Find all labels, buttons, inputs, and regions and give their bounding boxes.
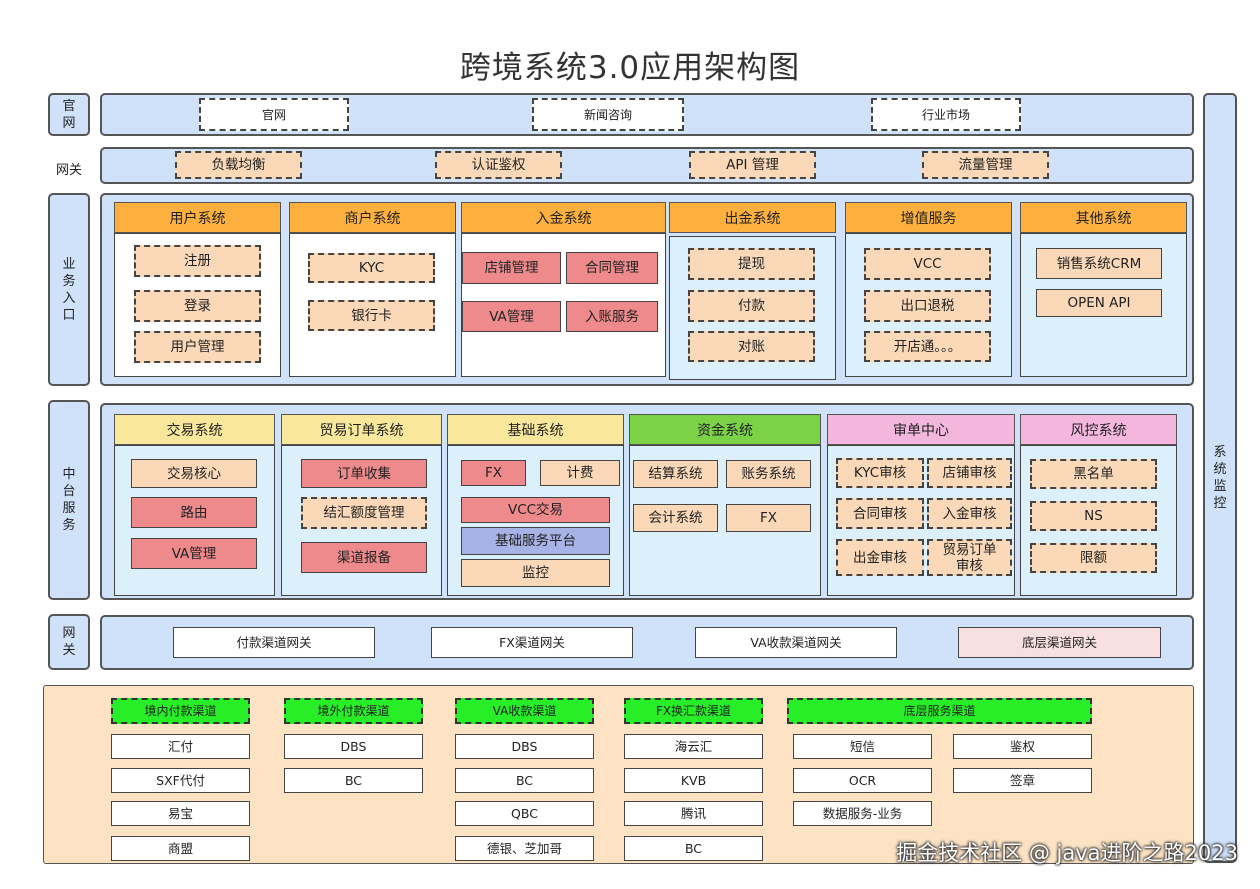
va-collection-gateway: VA收款渠道网关	[695, 627, 897, 658]
funds-accounting-system: 账务系统	[726, 460, 811, 488]
channel-fx-haiyunhui: 海云汇	[624, 734, 763, 759]
channel-fx-header: FX换汇款渠道	[624, 698, 763, 724]
other-systems-header: 其他系统	[1020, 202, 1187, 233]
channel-overseas-bc: BC	[284, 768, 423, 793]
channel-va-collect-header: VA收款渠道	[455, 698, 594, 724]
inbound-posting-service: 入账服务	[566, 301, 658, 332]
channel-overseas-dbs: DBS	[284, 734, 423, 759]
channel-yeepay: 易宝	[111, 801, 250, 826]
channel-va-dbs: DBS	[455, 734, 594, 759]
trade-system-header: 交易系统	[114, 414, 275, 445]
channel-sxf: SXF代付	[111, 768, 250, 793]
value-added-store-open: 开店通。。。	[864, 331, 991, 362]
audit-trade-order: 贸易订单 审核	[927, 539, 1012, 576]
outbound-system-header: 出金系统	[669, 202, 836, 233]
order-system-header: 贸易订单系统	[281, 414, 442, 445]
channel-sms: 短信	[793, 734, 932, 759]
audit-kyc: KYC审核	[836, 458, 924, 488]
channel-data-service: 数据服务-业务	[793, 801, 932, 826]
payment-channel-gateway: 付款渠道网关	[173, 627, 375, 658]
user-login: 登录	[134, 290, 261, 322]
gateway-load-balance: 负载均衡	[175, 151, 302, 179]
channel-va-deutsche-chicago: 德银、芝加哥	[455, 836, 594, 861]
base-fx: FX	[461, 460, 526, 486]
gateway-auth: 认证鉴权	[435, 151, 562, 179]
funds-settlement: 结算系统	[633, 460, 718, 488]
watermark-text: 掘金技术社区 @ java进阶之路2023	[896, 841, 1238, 865]
outbound-payment: 付款	[688, 290, 815, 322]
audit-contract: 合同审核	[836, 498, 924, 529]
channel-fx-tencent: 腾讯	[624, 801, 763, 826]
outbound-reconciliation: 对账	[688, 331, 815, 362]
other-crm: 销售系统CRM	[1036, 248, 1162, 279]
inbound-shop-management: 店铺管理	[462, 252, 561, 284]
risk-ns: NS	[1030, 501, 1157, 531]
other-open-api: OPEN API	[1036, 289, 1162, 317]
label-business-entry: 业 务 入 口	[48, 193, 90, 386]
base-billing: 计费	[540, 460, 620, 486]
audit-center-header: 审单中心	[827, 414, 1015, 445]
fx-channel-gateway: FX渠道网关	[431, 627, 633, 658]
label-official-site: 官 网	[48, 93, 90, 136]
order-collection: 订单收集	[301, 459, 427, 488]
label-system-monitor: 系 统 监 控	[1203, 93, 1237, 863]
channel-ocr: OCR	[793, 768, 932, 793]
inbound-contract-management: 合同管理	[566, 252, 658, 284]
order-channel-filing: 渠道报备	[301, 542, 427, 573]
base-channel-gateway: 底层渠道网关	[958, 627, 1161, 658]
channel-signature: 签章	[953, 768, 1092, 793]
inbound-va-management: VA管理	[462, 301, 561, 332]
user-management: 用户管理	[134, 331, 261, 363]
risk-system-header: 风控系统	[1020, 414, 1177, 445]
audit-shop: 店铺审核	[927, 458, 1012, 488]
base-monitoring: 监控	[461, 559, 610, 587]
funds-ledger-system: 会计系统	[633, 504, 718, 532]
user-system-header: 用户系统	[114, 202, 281, 233]
outbound-withdraw: 提现	[688, 248, 815, 280]
order-settlement-quota: 结汇额度管理	[301, 497, 427, 529]
label-gateway: 网关	[55, 162, 82, 178]
channel-fx-bc: BC	[624, 836, 763, 861]
risk-limits: 限额	[1030, 543, 1157, 573]
trade-core: 交易核心	[131, 459, 257, 488]
site-news: 新闻咨询	[532, 98, 684, 131]
gateway-api-management: API 管理	[689, 151, 816, 179]
channel-huifu: 汇付	[111, 734, 250, 759]
channel-domestic-pay-header: 境内付款渠道	[111, 698, 250, 724]
label-middle-platform: 中 台 服 务	[48, 400, 90, 600]
audit-inbound: 入金审核	[927, 498, 1012, 529]
user-register: 注册	[134, 245, 261, 277]
channel-base-service-header: 底层服务渠道	[787, 698, 1092, 724]
risk-blacklist: 黑名单	[1030, 459, 1157, 489]
base-vcc-trade: VCC交易	[461, 497, 610, 523]
site-home: 官网	[199, 98, 349, 131]
value-added-vcc: VCC	[864, 248, 991, 280]
channel-fx-kvb: KVB	[624, 768, 763, 793]
value-added-tax-refund: 出口退税	[864, 290, 991, 322]
base-service-platform: 基础服务平台	[461, 527, 610, 555]
diagram-title: 跨境系统3.0应用架构图	[459, 50, 801, 86]
channel-va-qbc: QBC	[455, 801, 594, 826]
label-gateway-vertical: 网 关	[48, 614, 90, 670]
site-market: 行业市场	[871, 98, 1021, 131]
audit-outbound: 出金审核	[836, 539, 924, 576]
gateway-traffic-management: 流量管理	[922, 151, 1049, 179]
base-system-header: 基础系统	[447, 414, 624, 445]
value-added-header: 增值服务	[845, 202, 1012, 233]
channel-shangmeng: 商盟	[111, 836, 250, 861]
merchant-bank-card: 银行卡	[308, 300, 435, 331]
merchant-kyc: KYC	[308, 253, 435, 283]
trade-routing: 路由	[131, 497, 257, 528]
channel-authentication: 鉴权	[953, 734, 1092, 759]
funds-system-header: 资金系统	[629, 414, 821, 445]
merchant-system-header: 商户系统	[289, 202, 456, 233]
inbound-system-header: 入金系统	[461, 202, 666, 233]
channel-va-bc: BC	[455, 768, 594, 793]
trade-va-management: VA管理	[131, 538, 257, 569]
funds-fx: FX	[726, 504, 811, 532]
channel-overseas-pay-header: 境外付款渠道	[284, 698, 423, 724]
